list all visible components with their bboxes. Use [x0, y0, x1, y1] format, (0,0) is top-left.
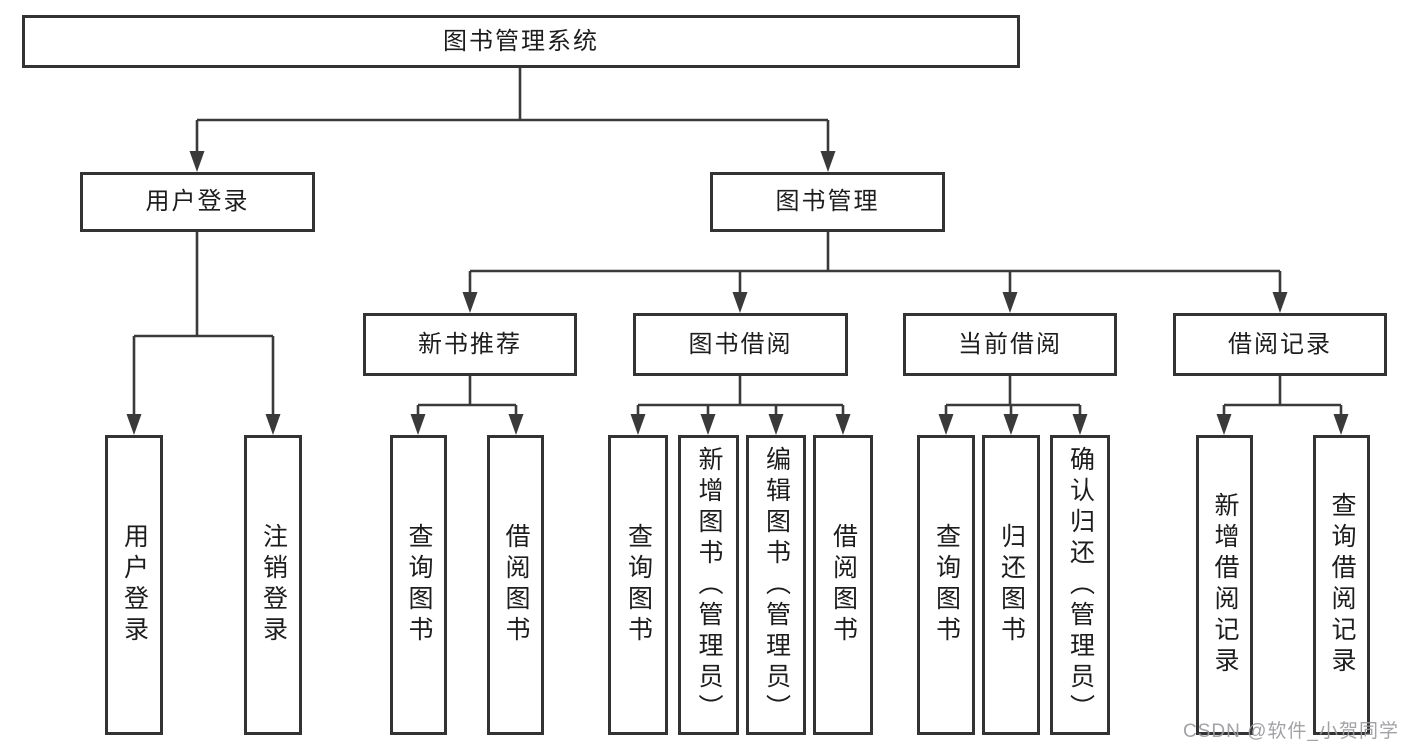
node-leaf-query-books-borrow: 查询图书 [608, 435, 668, 735]
node-label: 借阅图书 [829, 523, 858, 647]
node-book-management: 图书管理 [710, 172, 945, 232]
node-label: 查询借阅记录 [1328, 492, 1356, 678]
node-label: 编辑图书（管理员） [762, 445, 791, 725]
node-leaf-logout: 注销登录 [244, 435, 302, 735]
connector-current-borrow-children [938, 376, 1088, 435]
node-label: 新书推荐 [418, 330, 522, 358]
node-borrow-records: 借阅记录 [1173, 313, 1387, 376]
node-label: 借阅记录 [1228, 330, 1332, 358]
node-label: 查询图书 [932, 523, 961, 647]
node-leaf-confirm-return-admin: 确认归还（管理员） [1050, 435, 1110, 735]
node-label: 注销登录 [259, 523, 288, 647]
connector-new-book-recommend-children [410, 376, 524, 435]
node-leaf-add-book-admin: 新增图书（管理员） [678, 435, 739, 735]
node-current-borrow: 当前借阅 [903, 313, 1117, 376]
node-label: 当前借阅 [958, 330, 1062, 358]
node-leaf-query-books-recommend: 查询图书 [390, 435, 447, 735]
connector-root-children [189, 68, 836, 172]
node-leaf-user-login: 用户登录 [105, 435, 163, 735]
node-new-book-recommend: 新书推荐 [363, 313, 577, 376]
node-label: 确认归还（管理员） [1066, 445, 1095, 725]
node-book-borrow: 图书借阅 [633, 313, 848, 376]
connector-book-management-children [462, 232, 1288, 313]
connector-book-borrow-children [630, 376, 851, 435]
node-label: 新增图书（管理员） [695, 445, 723, 725]
node-label: 查询图书 [624, 523, 653, 647]
node-label: 归还图书 [997, 523, 1026, 647]
watermark: CSDN @软件_小贺同学 [1183, 721, 1399, 742]
node-leaf-query-borrow-record: 查询借阅记录 [1313, 435, 1370, 735]
connector-user-login-children [126, 232, 281, 435]
node-label: 新增借阅记录 [1211, 492, 1239, 678]
node-leaf-query-books-current: 查询图书 [917, 435, 975, 735]
node-leaf-borrow-books: 借阅图书 [813, 435, 873, 735]
node-library-system: 图书管理系统 [22, 15, 1020, 68]
node-label: 用户登录 [120, 523, 149, 647]
node-user-login: 用户登录 [80, 172, 315, 232]
node-label: 图书管理系统 [443, 27, 599, 55]
connector-borrow-records-children [1216, 376, 1349, 435]
node-label: 查询图书 [405, 523, 433, 647]
node-leaf-return-book: 归还图书 [982, 435, 1040, 735]
node-leaf-borrow-books-recommend: 借阅图书 [487, 435, 544, 735]
node-label: 借阅图书 [502, 523, 530, 647]
node-leaf-edit-book-admin: 编辑图书（管理员） [746, 435, 806, 735]
node-label: 图书借阅 [688, 330, 793, 358]
node-label: 图书管理 [775, 188, 880, 215]
node-label: 用户登录 [145, 188, 250, 215]
node-leaf-add-borrow-record: 新增借阅记录 [1196, 435, 1253, 735]
